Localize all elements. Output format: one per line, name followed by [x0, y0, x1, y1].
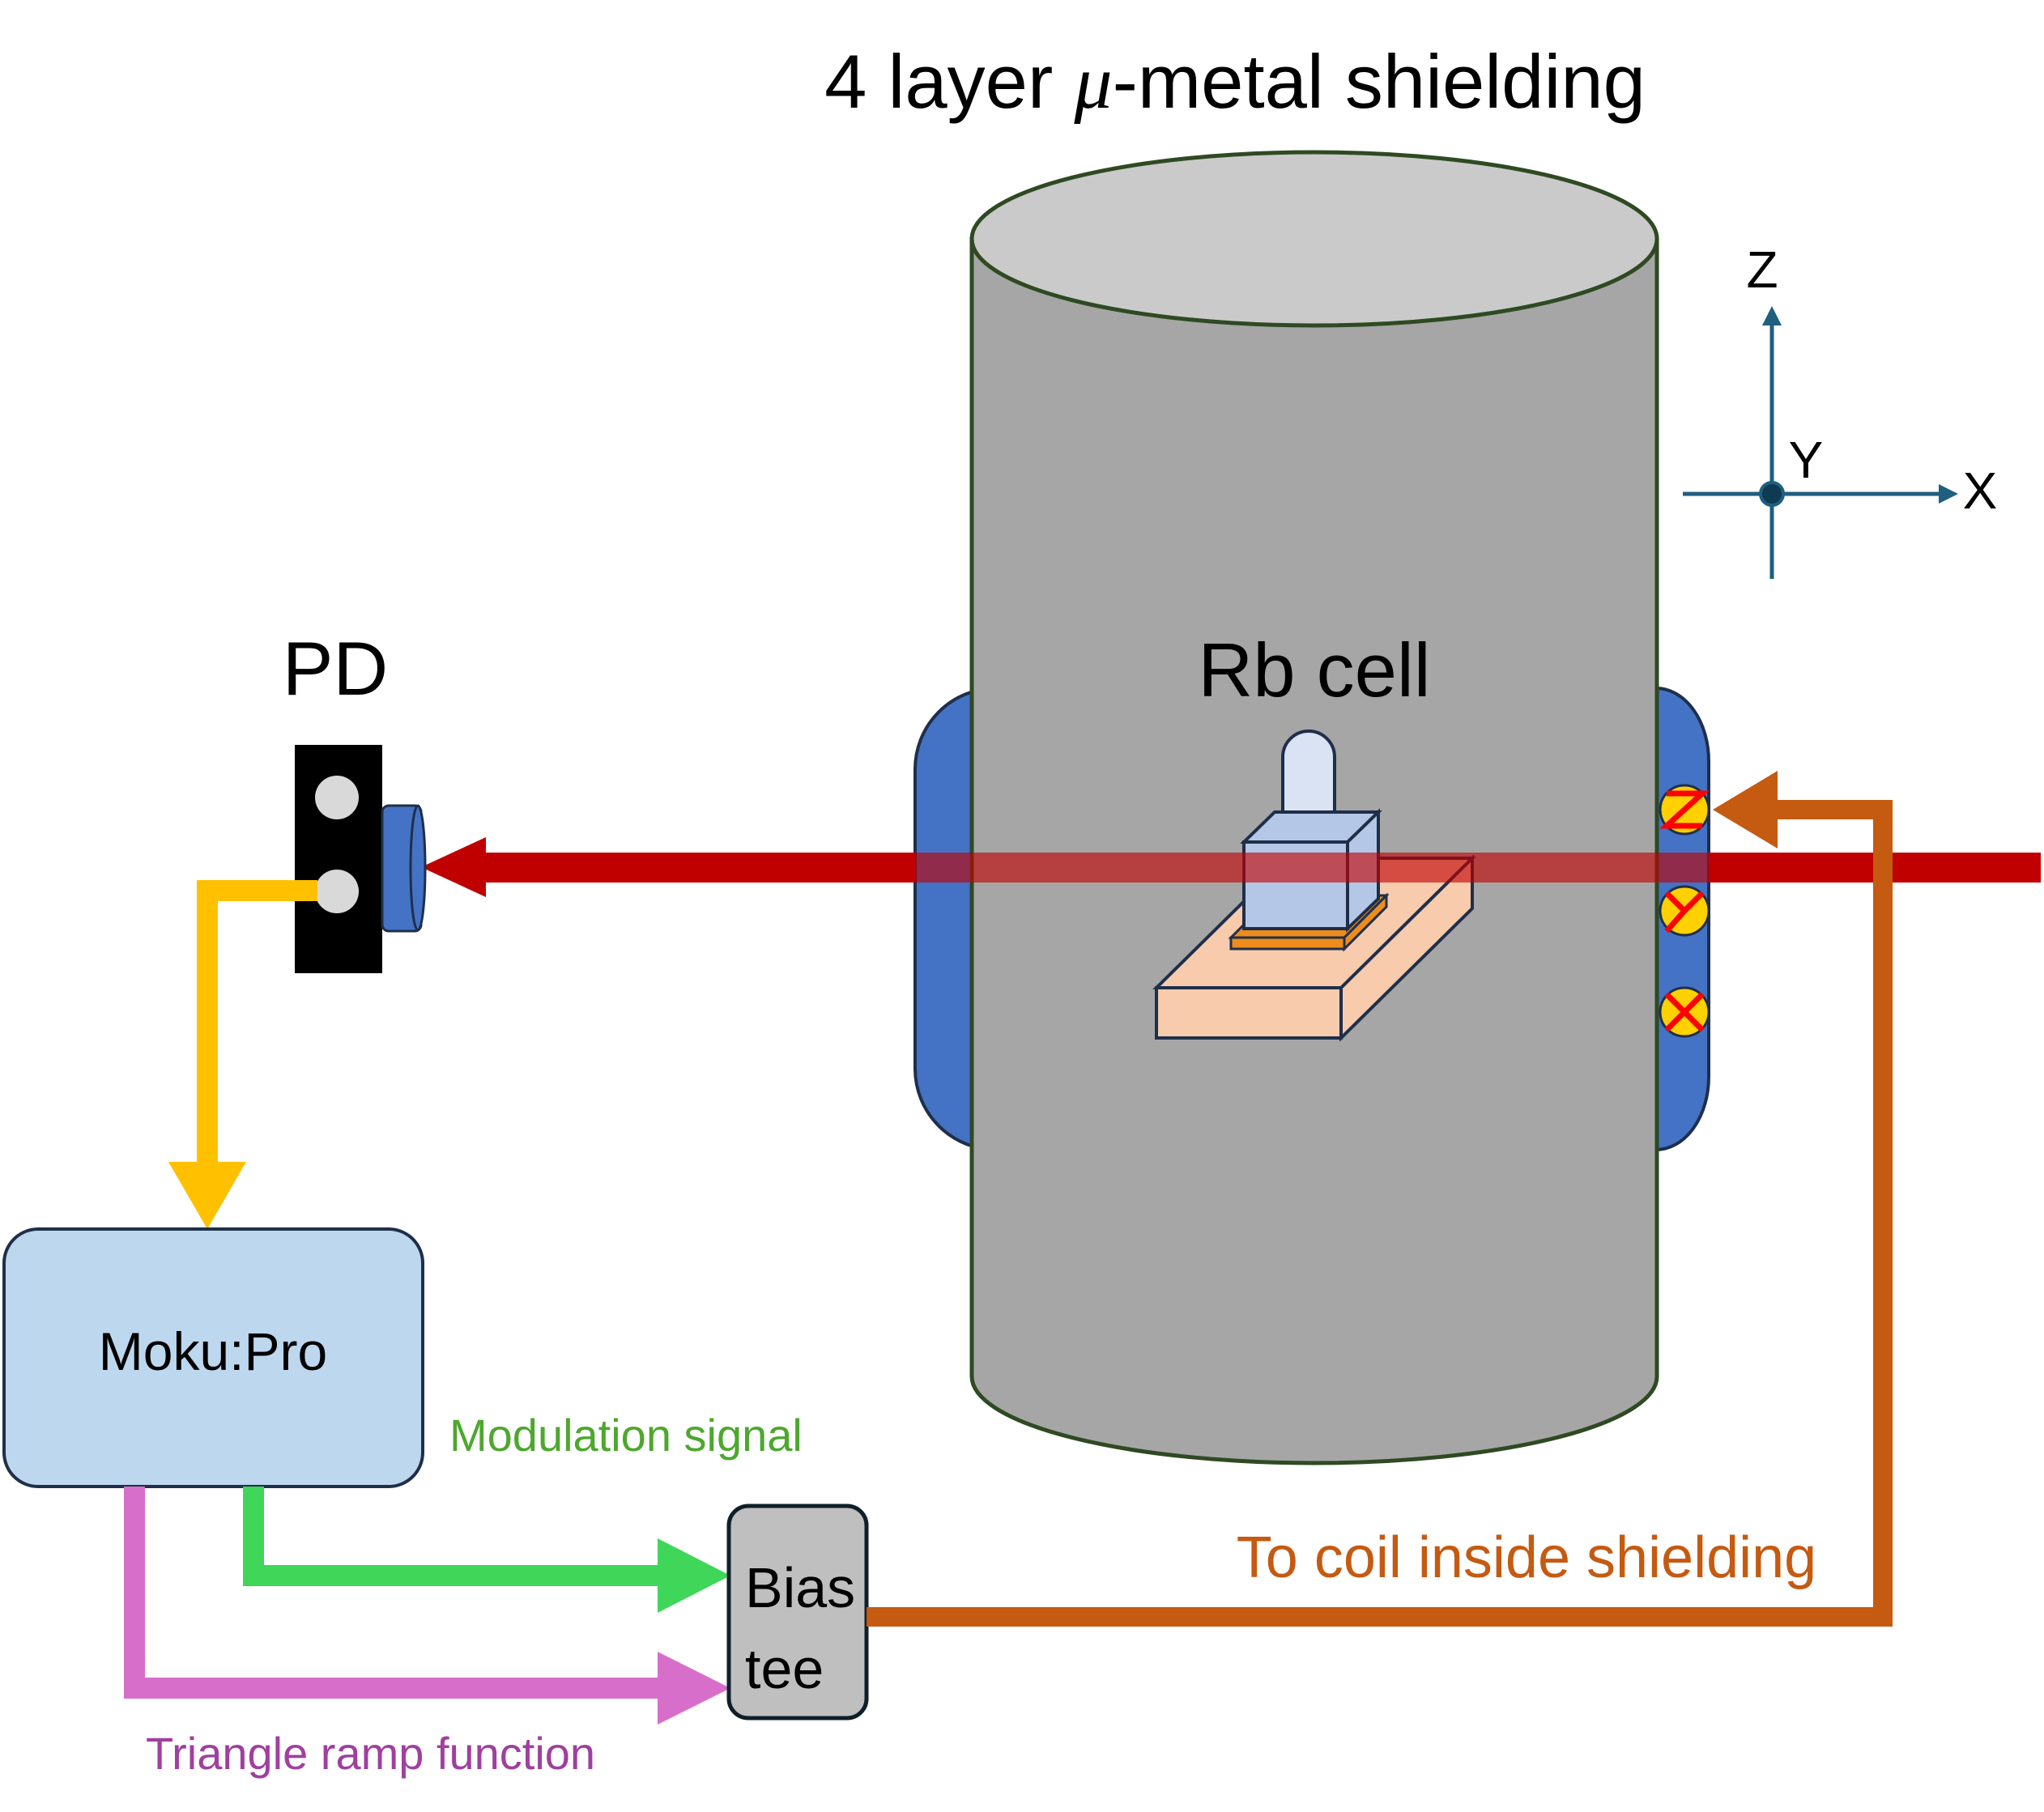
- pd-screw-top: [315, 776, 359, 819]
- photodiode: [295, 745, 427, 973]
- laser-beam: [421, 837, 2041, 897]
- z-arrowhead: [1762, 306, 1782, 325]
- sensor-z: [1659, 784, 1710, 836]
- bias-tee-label-line1: Bias: [745, 1556, 855, 1619]
- diagram-title: 4 layer μ-metal shielding: [824, 39, 1646, 125]
- pd-screw-bottom: [315, 870, 359, 913]
- sensor-y: [1659, 885, 1710, 937]
- axes-indicator: Z Y X: [1683, 240, 1997, 579]
- pd-signal-line: [168, 880, 317, 1229]
- modulation-label: Modulation signal: [449, 1410, 803, 1461]
- bias-tee-label-line2: tee: [745, 1637, 824, 1700]
- triangle-ramp-label: Triangle ramp function: [146, 1728, 595, 1779]
- coil-drive-line: [867, 771, 1893, 1627]
- z-axis-label: Z: [1746, 240, 1778, 299]
- rb-cell-label: Rb cell: [1198, 627, 1430, 712]
- y-axis-dot: [1759, 481, 1785, 507]
- x-axis-label: X: [1963, 462, 1998, 520]
- sensor-x: [1659, 986, 1710, 1038]
- moku-pro-label: Moku:Pro: [99, 1321, 327, 1381]
- moku-pro-box: [2, 1227, 424, 1488]
- modulation-line: [243, 1487, 730, 1613]
- y-axis-label: Y: [1789, 431, 1824, 489]
- cell-stem: [1281, 729, 1336, 815]
- coil-label: To coil inside shielding: [1237, 1525, 1816, 1590]
- pd-label: PD: [283, 626, 389, 711]
- triangle-ramp-line: [124, 1487, 730, 1725]
- x-arrowhead: [1939, 484, 1958, 504]
